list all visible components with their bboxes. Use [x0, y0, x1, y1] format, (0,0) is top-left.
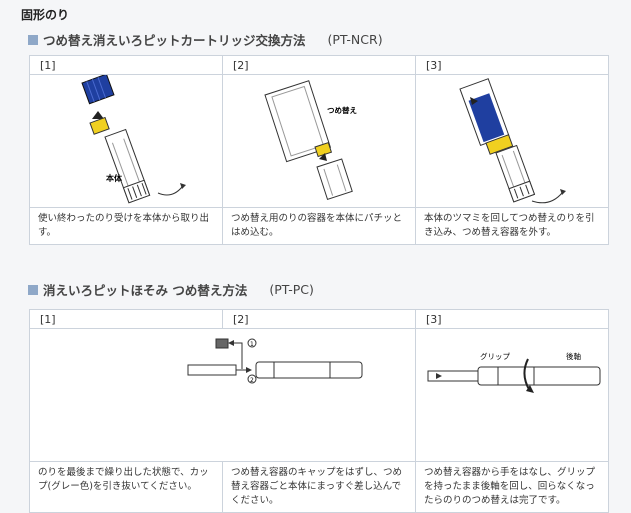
- grip-label: グリップ: [480, 351, 510, 361]
- page-title: 固形のり: [21, 8, 70, 22]
- step-text: 本体のツマミを回してつめ替えのりを引き込み、つめ替え容器を外す。: [415, 207, 609, 245]
- step-number: [3]: [415, 309, 609, 329]
- step-illustration: 1 2: [29, 328, 416, 462]
- step-number: [2]: [222, 55, 416, 75]
- step-text: つめ替え容器のキャップをはずし、つめ替え容器ごと本体にまっすぐ差し込んでください…: [222, 461, 416, 513]
- step-text: 使い終わったのり受けを本体から取り出す。: [29, 207, 223, 245]
- svg-text:2: 2: [250, 377, 254, 384]
- step-illustration: 本体: [29, 74, 223, 208]
- step-illustration: [415, 74, 609, 208]
- section-marker-icon: [28, 284, 38, 295]
- steps-table-ncr: [1] [2] [3]: [29, 55, 609, 245]
- back-shaft-label: 後軸: [566, 351, 581, 361]
- body-label: 本体: [105, 173, 123, 183]
- refill-label: つめ替え: [327, 105, 357, 115]
- section-title-pc: 消えいろピットほそみ つめ替え方法 (PT-PC): [28, 280, 314, 299]
- step-illustration: グリップ 後軸: [415, 328, 609, 462]
- step-illustration: つめ替え: [222, 74, 416, 208]
- step-number: [1]: [29, 309, 223, 329]
- step-number: [2]: [222, 309, 416, 329]
- section-title-ncr: つめ替え消えいろピットカートリッジ交換方法 (PT-NCR): [28, 30, 383, 49]
- step-number: [1]: [29, 55, 223, 75]
- steps-table-pc: [1] [2] [3] 1 2 グリップ: [29, 309, 609, 513]
- step-number: [3]: [415, 55, 609, 75]
- step-text: つめ替え用のりの容器を本体にパチッとはめ込む。: [222, 207, 416, 245]
- svg-text:1: 1: [250, 341, 254, 348]
- step-text: のりを最後まで繰り出した状態で、カップ(グレー色)を引き抜いてください。: [29, 461, 223, 513]
- step-text: つめ替え容器から手をはなし、グリップを持ったまま後軸を回し、回らなくなったらのり…: [415, 461, 609, 513]
- section-marker-icon: [28, 34, 38, 45]
